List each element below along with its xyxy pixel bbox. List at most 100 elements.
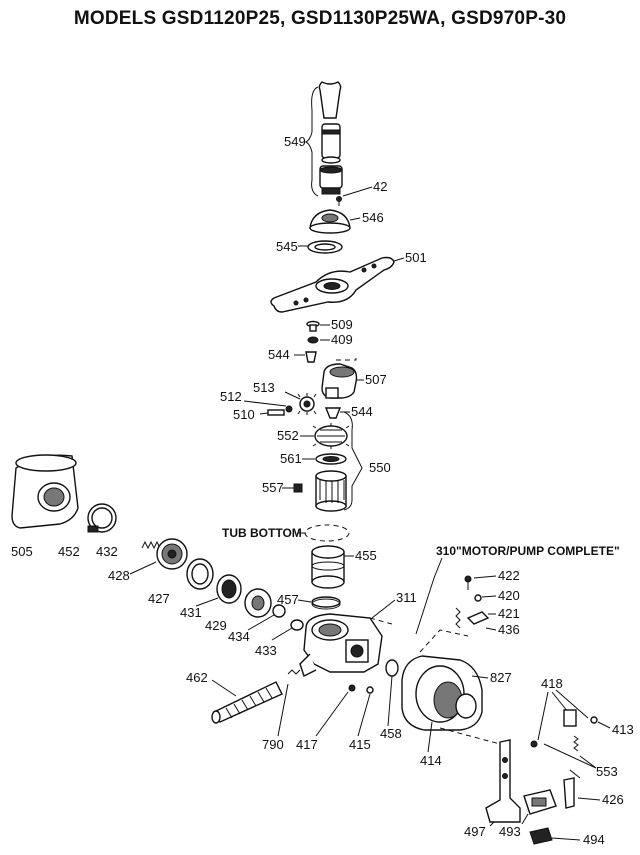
label-561: 561 — [280, 451, 302, 466]
part-505-housing — [11, 454, 79, 529]
label-310-motor-pump: 310"MOTOR/PUMP COMPLETE" — [436, 544, 620, 558]
part-415-washer — [357, 686, 374, 737]
label-509: 509 — [331, 317, 353, 332]
label-549: 549 — [284, 134, 306, 149]
part-501-spray-arm — [270, 256, 405, 313]
label-436: 436 — [498, 622, 520, 637]
label-457: 457 — [277, 592, 299, 607]
label-557: 557 — [262, 480, 284, 495]
part-552-gear — [300, 423, 350, 449]
label-510: 510 — [233, 407, 255, 422]
label-545: 545 — [276, 239, 298, 254]
label-462: 462 — [186, 670, 208, 685]
part-418-switch-parts — [530, 689, 589, 748]
part-426-rod — [563, 769, 601, 809]
label-427: 427 — [148, 591, 170, 606]
label-550: 550 — [369, 460, 391, 475]
part-545-ring — [298, 240, 343, 254]
part-544-upper — [294, 351, 317, 363]
part-436-spring — [455, 607, 497, 631]
label-434: 434 — [228, 629, 250, 644]
part-420-switch-spring — [474, 594, 497, 602]
part-431-gasket — [195, 574, 242, 607]
label-429: 429 — [205, 618, 227, 633]
part-409-washer — [307, 336, 330, 344]
label-432: 432 — [96, 544, 118, 559]
label-494: 494 — [583, 832, 605, 847]
diagram-title: MODELS GSD1120P25, GSD1130P25WA, GSD970P… — [73, 8, 567, 29]
part-417-washer — [315, 684, 356, 737]
part-429-plate — [244, 588, 272, 618]
label-433: 433 — [255, 643, 277, 658]
label-455: 455 — [355, 548, 377, 563]
part-452-clamp — [87, 503, 117, 533]
label-415: 415 — [349, 737, 371, 752]
part-458-seal-ring — [385, 659, 399, 727]
part-509-bolt — [306, 320, 330, 332]
label-790: 790 — [262, 737, 284, 752]
label-505: 505 — [11, 544, 33, 559]
part-546-hub — [309, 209, 361, 234]
part-413-screw — [590, 716, 611, 729]
part-455-housing — [311, 545, 354, 589]
label-512: 512 — [220, 389, 242, 404]
label-553: 553 — [596, 764, 618, 779]
part-544-lower — [324, 407, 350, 419]
label-426: 426 — [602, 792, 624, 807]
leader-550 — [343, 411, 363, 511]
part-510-screw — [259, 405, 293, 416]
label-513: 513 — [253, 380, 275, 395]
part-434-nut — [247, 604, 286, 631]
label-431: 431 — [180, 605, 202, 620]
label-452: 452 — [58, 544, 80, 559]
label-546: 546 — [362, 210, 384, 225]
label-422: 422 — [498, 568, 520, 583]
label-409: 409 — [331, 332, 353, 347]
part-pump-cylinder — [315, 470, 347, 512]
part-421-clip — [466, 611, 496, 625]
label-493: 493 — [499, 824, 521, 839]
label-42: 42 — [373, 179, 387, 194]
part-457-clamp — [297, 596, 341, 610]
label-501: 501 — [405, 250, 427, 265]
part-513-gear — [284, 391, 317, 415]
part-428-impeller — [129, 538, 188, 575]
part-561-ring — [302, 453, 347, 465]
part-422-screw — [464, 575, 497, 590]
label-428: 428 — [108, 568, 130, 583]
label-507: 507 — [365, 372, 387, 387]
part-790-spring — [277, 669, 301, 737]
part-311-pump-housing — [299, 599, 396, 677]
label-417: 417 — [296, 737, 318, 752]
part-493-switch — [521, 789, 557, 825]
part-494-actuator — [529, 827, 581, 845]
part-549-spray-tower — [304, 81, 343, 197]
label-827: 827 — [490, 670, 512, 685]
label-458: 458 — [380, 726, 402, 741]
part-motor — [401, 629, 483, 753]
label-420: 420 — [498, 588, 520, 603]
part-433-fitting — [271, 619, 304, 641]
label-418: 418 — [541, 676, 563, 691]
part-553-spring — [543, 735, 597, 769]
label-311: 311 — [396, 590, 417, 605]
part-427-seal — [186, 558, 214, 590]
label-544-lower: 544 — [351, 404, 373, 419]
part-497-bracket — [439, 727, 521, 827]
label-413: 413 — [612, 722, 634, 737]
label-421: 421 — [498, 606, 520, 621]
leader-512 — [243, 400, 287, 407]
label-544-upper: 544 — [268, 347, 290, 362]
tub-bottom-outline — [304, 524, 350, 542]
part-42-screw — [336, 186, 373, 206]
label-552: 552 — [277, 428, 299, 443]
part-462-drain-hose — [211, 679, 283, 724]
label-497: 497 — [464, 824, 486, 839]
label-414: 414 — [420, 753, 442, 768]
label-tub-bottom: TUB BOTTOM — [222, 526, 302, 540]
part-557-clip — [282, 483, 303, 493]
leader-827 — [471, 675, 489, 679]
leader-310 — [415, 557, 443, 635]
part-507-housing — [321, 358, 364, 399]
